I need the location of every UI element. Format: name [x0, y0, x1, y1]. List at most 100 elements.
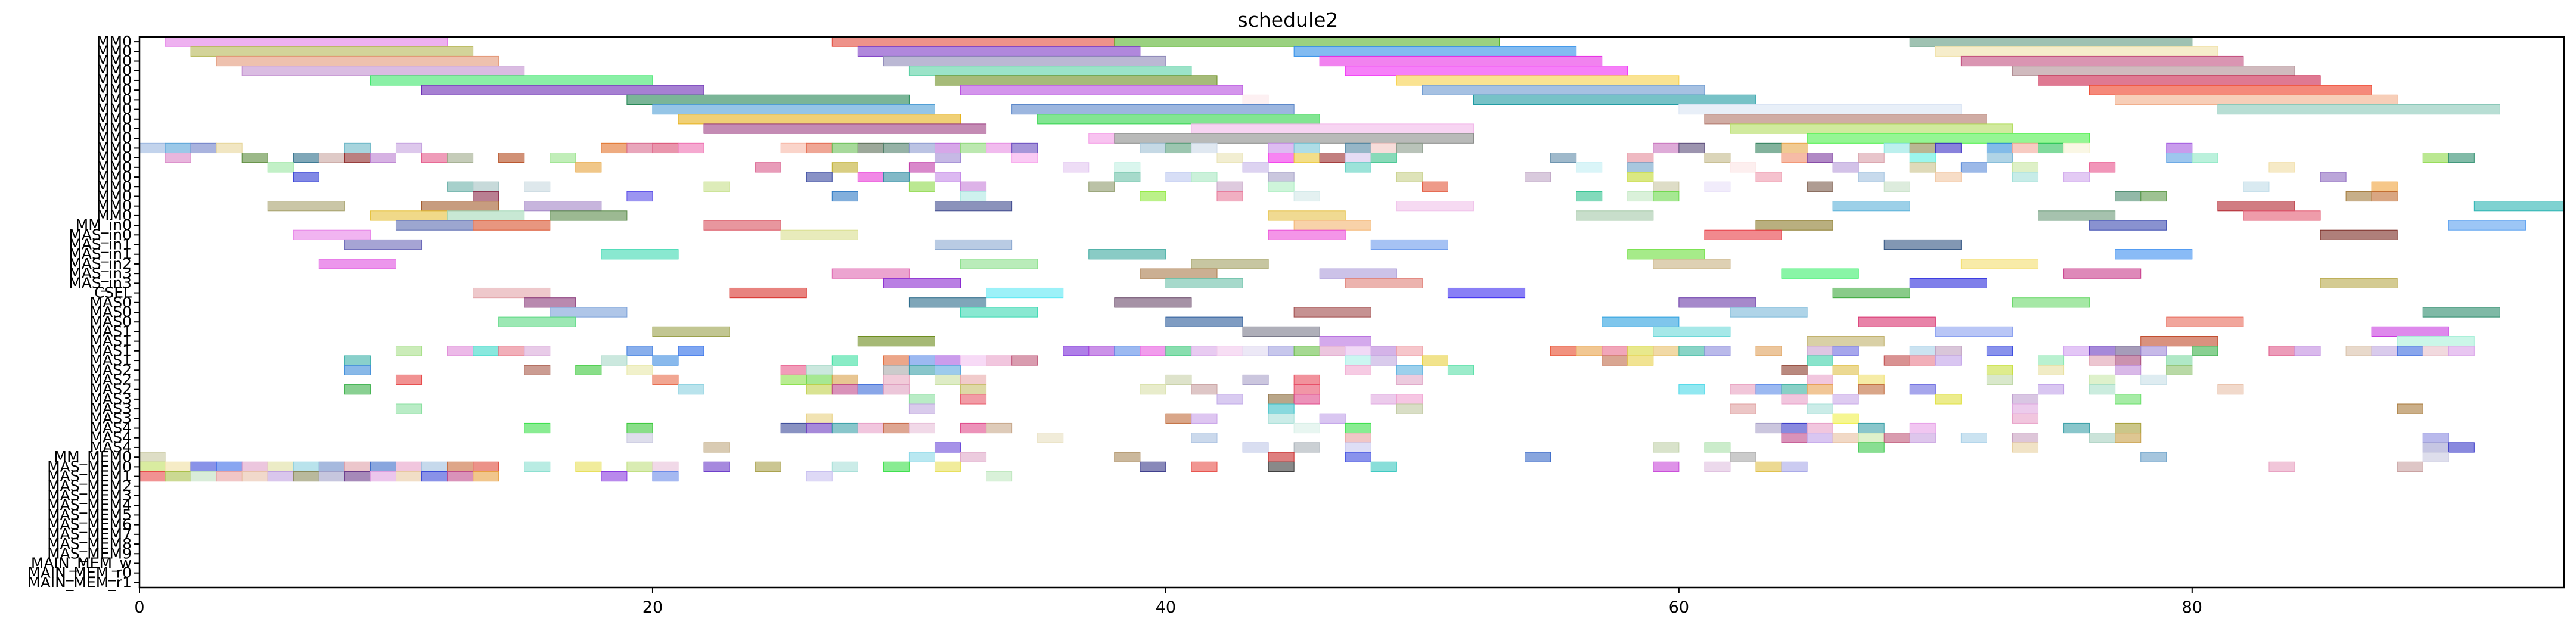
y-tick-label: MAS_MEM9 — [47, 545, 132, 562]
task-bar — [241, 153, 268, 163]
task-bar — [2115, 365, 2142, 375]
task-bar — [1986, 374, 2013, 385]
task-bar — [1293, 422, 1320, 434]
task-bar — [1216, 153, 1243, 163]
y-tick-label: MAS3 — [90, 400, 132, 417]
task-bar — [1370, 355, 1397, 366]
y-tick-label: MAIN_MEM_r1 — [27, 574, 132, 591]
task-bar — [216, 461, 243, 472]
task-bar — [1730, 162, 1756, 173]
plot-frame — [138, 36, 2565, 589]
task-bar — [1781, 268, 1859, 279]
task-bar — [883, 355, 910, 366]
task-bar — [1832, 413, 1859, 424]
y-tick-label: MAS_MEM3 — [47, 487, 132, 504]
task-bar — [1345, 346, 1371, 356]
y-tick-label: MAS3 — [90, 409, 132, 427]
task-bar — [1422, 181, 1448, 192]
task-bar — [601, 471, 628, 482]
task-bar — [2371, 346, 2398, 356]
task-bar — [498, 316, 576, 327]
task-bar — [1602, 346, 1628, 356]
task-bar — [1653, 346, 1680, 356]
task-bar — [626, 365, 653, 375]
task-bar — [2448, 220, 2526, 231]
task-bar — [1345, 442, 1371, 453]
task-bar — [1576, 210, 1654, 221]
task-bar — [550, 307, 628, 318]
task-bar — [1627, 249, 1705, 260]
task-bar — [960, 142, 987, 154]
task-bar — [1088, 249, 1166, 260]
task-bar — [1293, 220, 1371, 231]
task-bar — [2320, 229, 2398, 240]
task-bar — [1242, 374, 1269, 385]
task-bar — [729, 287, 807, 299]
x-tick-label: 60 — [1669, 598, 1689, 617]
task-bar — [344, 461, 371, 472]
task-bar — [2140, 452, 2167, 462]
task-bar — [780, 365, 807, 375]
y-tick-label: MAS_in3 — [69, 265, 132, 282]
task-bar — [1268, 346, 1295, 356]
task-bar — [883, 374, 910, 385]
task-bar — [1216, 191, 1243, 202]
task-bar — [780, 142, 807, 154]
task-bar — [1755, 384, 1782, 395]
task-bar — [1986, 153, 2013, 163]
task-bar — [1909, 162, 1936, 173]
task-bar — [2089, 162, 2116, 173]
task-bar — [934, 442, 961, 453]
task-bar — [2063, 268, 2142, 279]
y-tick-label: MAS1 — [90, 322, 132, 340]
task-bar — [2397, 346, 2423, 356]
task-bar — [2115, 433, 2142, 443]
task-bar — [883, 365, 910, 375]
task-bar — [1345, 452, 1371, 462]
task-bar — [2422, 433, 2449, 443]
task-bar — [2089, 374, 2116, 385]
task-bar — [1088, 346, 1115, 356]
task-bar — [293, 172, 319, 182]
task-bar — [1909, 36, 2193, 47]
task-bar — [1268, 403, 1295, 414]
task-bar — [883, 422, 910, 434]
task-bar — [1986, 365, 2013, 375]
task-bar — [857, 142, 884, 154]
task-bar — [190, 461, 217, 472]
task-bar — [1678, 142, 1705, 154]
task-bar — [2140, 374, 2167, 385]
task-bar — [1704, 114, 1987, 125]
task-bar — [395, 142, 423, 154]
task-bar — [780, 374, 807, 385]
task-bar — [1114, 162, 1141, 173]
task-bar — [550, 153, 576, 163]
task-bar — [2345, 346, 2372, 356]
task-bar — [1653, 181, 1680, 192]
task-bar — [318, 461, 345, 472]
task-bar — [2422, 153, 2449, 163]
y-tick-label: MAS1 — [90, 342, 132, 359]
task-bar — [806, 172, 833, 182]
y-tick-label: MAS_in1 — [69, 245, 132, 263]
y-tick-label: MAS_MEM7 — [47, 526, 132, 543]
task-bar — [318, 259, 396, 269]
task-bar — [1447, 287, 1526, 299]
task-bar — [1396, 346, 1423, 356]
task-bar — [344, 384, 371, 395]
task-bar — [1114, 36, 1500, 47]
task-bar — [1909, 355, 1936, 366]
task-bar — [165, 153, 191, 163]
task-bar — [960, 191, 987, 202]
task-bar — [1370, 239, 1448, 250]
y-tick-label: MAS2 — [90, 381, 132, 398]
y-tick-label: MAS0 — [90, 294, 132, 311]
task-bar — [1730, 452, 1756, 462]
task-bar — [703, 442, 730, 453]
task-bar — [2089, 346, 2116, 356]
task-bar — [1216, 394, 1243, 405]
task-bar — [960, 85, 1243, 95]
task-bar — [1576, 346, 1603, 356]
task-bar — [1140, 461, 1166, 472]
